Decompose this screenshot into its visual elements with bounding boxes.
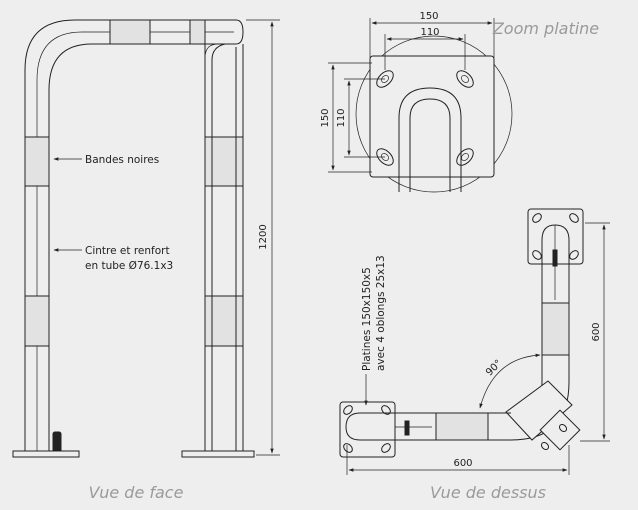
zoom-hole-spacing-x-label: 110 — [420, 27, 439, 38]
base-plate-right — [181, 450, 255, 458]
black-band — [24, 136, 50, 187]
zoom-tube-outer — [398, 87, 462, 192]
front-view: 1200 Bandes noires Cintre et renfort en … — [12, 19, 280, 458]
plate-corner — [539, 409, 581, 451]
caption-zoom: Zoom platine — [492, 19, 599, 38]
black-band — [541, 302, 570, 356]
base-plate-left — [12, 450, 80, 458]
arch-centerline — [36, 31, 234, 455]
note-bands: Bandes noires — [85, 154, 159, 166]
note-bend-line1: Cintre et renfort — [85, 245, 170, 257]
caption-top-view: Vue de dessus — [430, 483, 546, 502]
oblong-hole — [376, 148, 394, 166]
angle-arc — [479, 353, 541, 409]
angle-label: 90° — [484, 358, 504, 378]
zoom-circle — [355, 35, 513, 193]
zoom-plate — [369, 55, 495, 178]
oblong-hole — [376, 70, 394, 88]
band-mark — [404, 420, 410, 436]
plate-left — [339, 401, 396, 458]
zoom-height-label: 150 — [320, 108, 331, 127]
note-bend-line2: en tube Ø76.1x3 — [85, 260, 173, 272]
black-band — [435, 412, 489, 441]
black-band — [204, 136, 244, 187]
caption-front-view: Vue de face — [89, 483, 184, 502]
plate-note-line2: avec 4 oblongs 25x13 — [375, 255, 387, 371]
oblong-hole — [456, 148, 474, 166]
black-band — [109, 19, 151, 45]
zoom-hole-spacing-y-label: 110 — [336, 108, 347, 127]
zoom-tube-inner — [409, 98, 451, 192]
oblong-hole — [456, 70, 474, 88]
band-mark — [552, 249, 558, 267]
black-band — [189, 19, 206, 45]
zoom-view: 150 110 150 110 Zoom platine — [320, 11, 599, 193]
black-band — [24, 295, 50, 347]
black-band — [204, 295, 244, 347]
arch-outline — [24, 19, 244, 455]
height-dimension-label: 1200 — [258, 224, 269, 249]
zoom-width-label: 150 — [419, 11, 438, 22]
plate-note-line1: Platines 150x150x5 — [361, 267, 373, 371]
depth-dimension-label: 600 — [591, 322, 602, 341]
right-post — [204, 44, 244, 455]
width-dimension-label: 600 — [453, 458, 472, 469]
top-view: 600 600 90° Platines 150x150x5 avec 4 ob… — [339, 208, 610, 475]
right-post-inner — [211, 43, 237, 455]
